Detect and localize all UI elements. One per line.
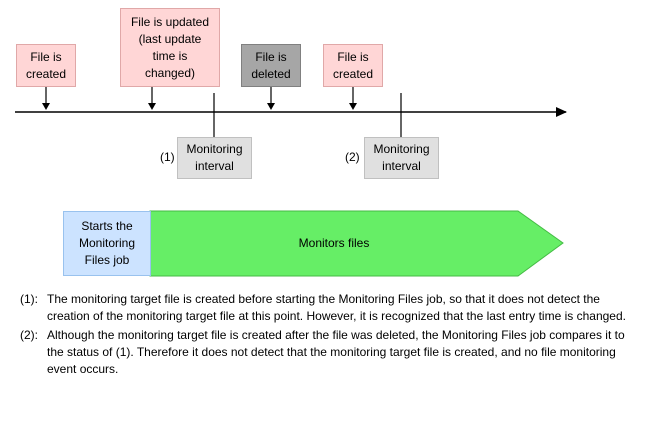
footnotes: (1): The monitoring target file is creat… [20,291,632,378]
time-axis-arrowhead [556,107,567,117]
footnote-text: The monitoring target file is created be… [47,292,626,323]
event-arrowhead [349,103,357,110]
event-file-updated: File is updated (last update time is cha… [120,8,220,87]
interval-box-2: Monitoring interval [364,137,439,179]
event-arrowhead [148,103,156,110]
event-arrow [45,87,354,104]
footnote-1: (1): The monitoring target file is creat… [20,291,632,325]
footnote-2: (2): Although the monitoring target file… [20,327,632,378]
interval-box-1: Monitoring interval [177,137,252,179]
footnote-number: (2): [20,328,38,342]
event-arrowhead [267,103,275,110]
footnote-text: Although the monitoring target file is c… [47,328,625,376]
footnote-number: (1): [20,292,38,306]
interval-marker-1: (1) [160,150,175,164]
event-file-created-1: File is created [16,44,76,87]
event-file-deleted: File is deleted [241,44,301,87]
timeline-diagram [15,87,567,277]
event-file-created-2: File is created [323,44,383,87]
monitor-files-label: Monitors files [298,236,370,250]
interval-marker-2: (2) [345,150,360,164]
event-arrowhead [42,103,50,110]
start-job-box: Starts the Monitoring Files job [63,211,151,276]
